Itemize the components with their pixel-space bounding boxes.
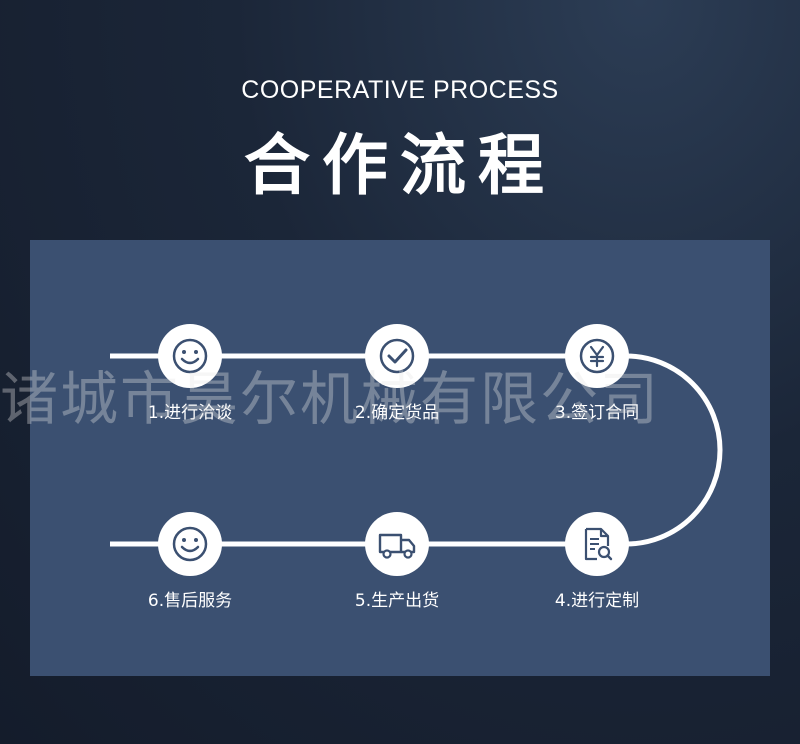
step-label: 2.确定货品 [354, 403, 440, 423]
checkmark-icon [379, 338, 415, 374]
step-icon-circle [365, 512, 429, 576]
document-search-icon [584, 527, 613, 561]
truck-icon [378, 533, 416, 559]
smiley-icon [172, 526, 208, 562]
smiley-icon [172, 338, 208, 374]
step-icon-circle [158, 512, 222, 576]
step-label: 6.售后服务 [147, 591, 233, 611]
yen-icon [579, 338, 615, 374]
step-icon-circle [158, 324, 222, 388]
section-title: 合作流程 [244, 126, 556, 204]
step-icon-circle [365, 324, 429, 388]
step-label: 3.签订合同 [554, 403, 640, 423]
section-subtitle: COOPERATIVE PROCESS [241, 76, 559, 104]
step-label: 1.进行洽谈 [147, 403, 233, 423]
process-path-line [110, 353, 723, 547]
step-icon-circle [565, 512, 629, 576]
step-icon-circle [565, 324, 629, 388]
step-label: 5.生产出货 [354, 591, 440, 611]
step-label: 4.进行定制 [554, 591, 640, 611]
